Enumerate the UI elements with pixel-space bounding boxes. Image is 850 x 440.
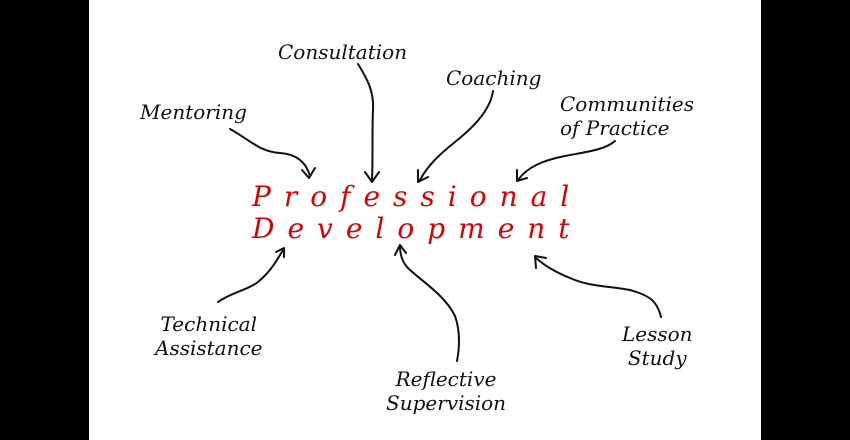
arrow-coaching xyxy=(417,90,494,183)
arrow-mentoring xyxy=(229,128,316,179)
node-communities-line1: Communities xyxy=(560,92,694,116)
node-technical-assistance: Technical Assistance xyxy=(155,312,263,360)
arrow-consultation xyxy=(357,63,380,183)
node-technical-line1: Technical xyxy=(160,312,258,336)
node-coaching: Coaching xyxy=(446,66,541,90)
node-mentoring-text: Mentoring xyxy=(140,100,247,124)
node-lesson-study: Lesson Study xyxy=(622,322,693,370)
node-consultation-text: Consultation xyxy=(278,40,408,64)
node-communities-line2: of Practice xyxy=(560,116,670,140)
node-reflective-line1: Reflective xyxy=(395,367,497,391)
arrow-lesson-study xyxy=(534,255,662,318)
node-consultation: Consultation xyxy=(278,40,407,64)
node-technical-line2: Assistance xyxy=(155,336,263,360)
node-lesson-line2: Study xyxy=(627,346,687,370)
node-reflective-line2: Supervision xyxy=(386,391,507,415)
node-reflective-supervision: Reflective Supervision xyxy=(386,367,506,415)
center-title-line2: Development xyxy=(252,212,583,245)
center-title-line1: Professional xyxy=(252,180,583,213)
node-coaching-text: Coaching xyxy=(446,66,542,90)
arrow-technical-assistance xyxy=(217,247,285,303)
arrow-reflective-supervision xyxy=(394,244,461,362)
arrow-communities xyxy=(516,140,616,182)
node-communities-of-practice: Communities of Practice xyxy=(560,92,694,140)
diagram-canvas xyxy=(89,0,761,440)
node-lesson-line1: Lesson xyxy=(622,322,693,346)
node-mentoring: Mentoring xyxy=(140,100,247,124)
